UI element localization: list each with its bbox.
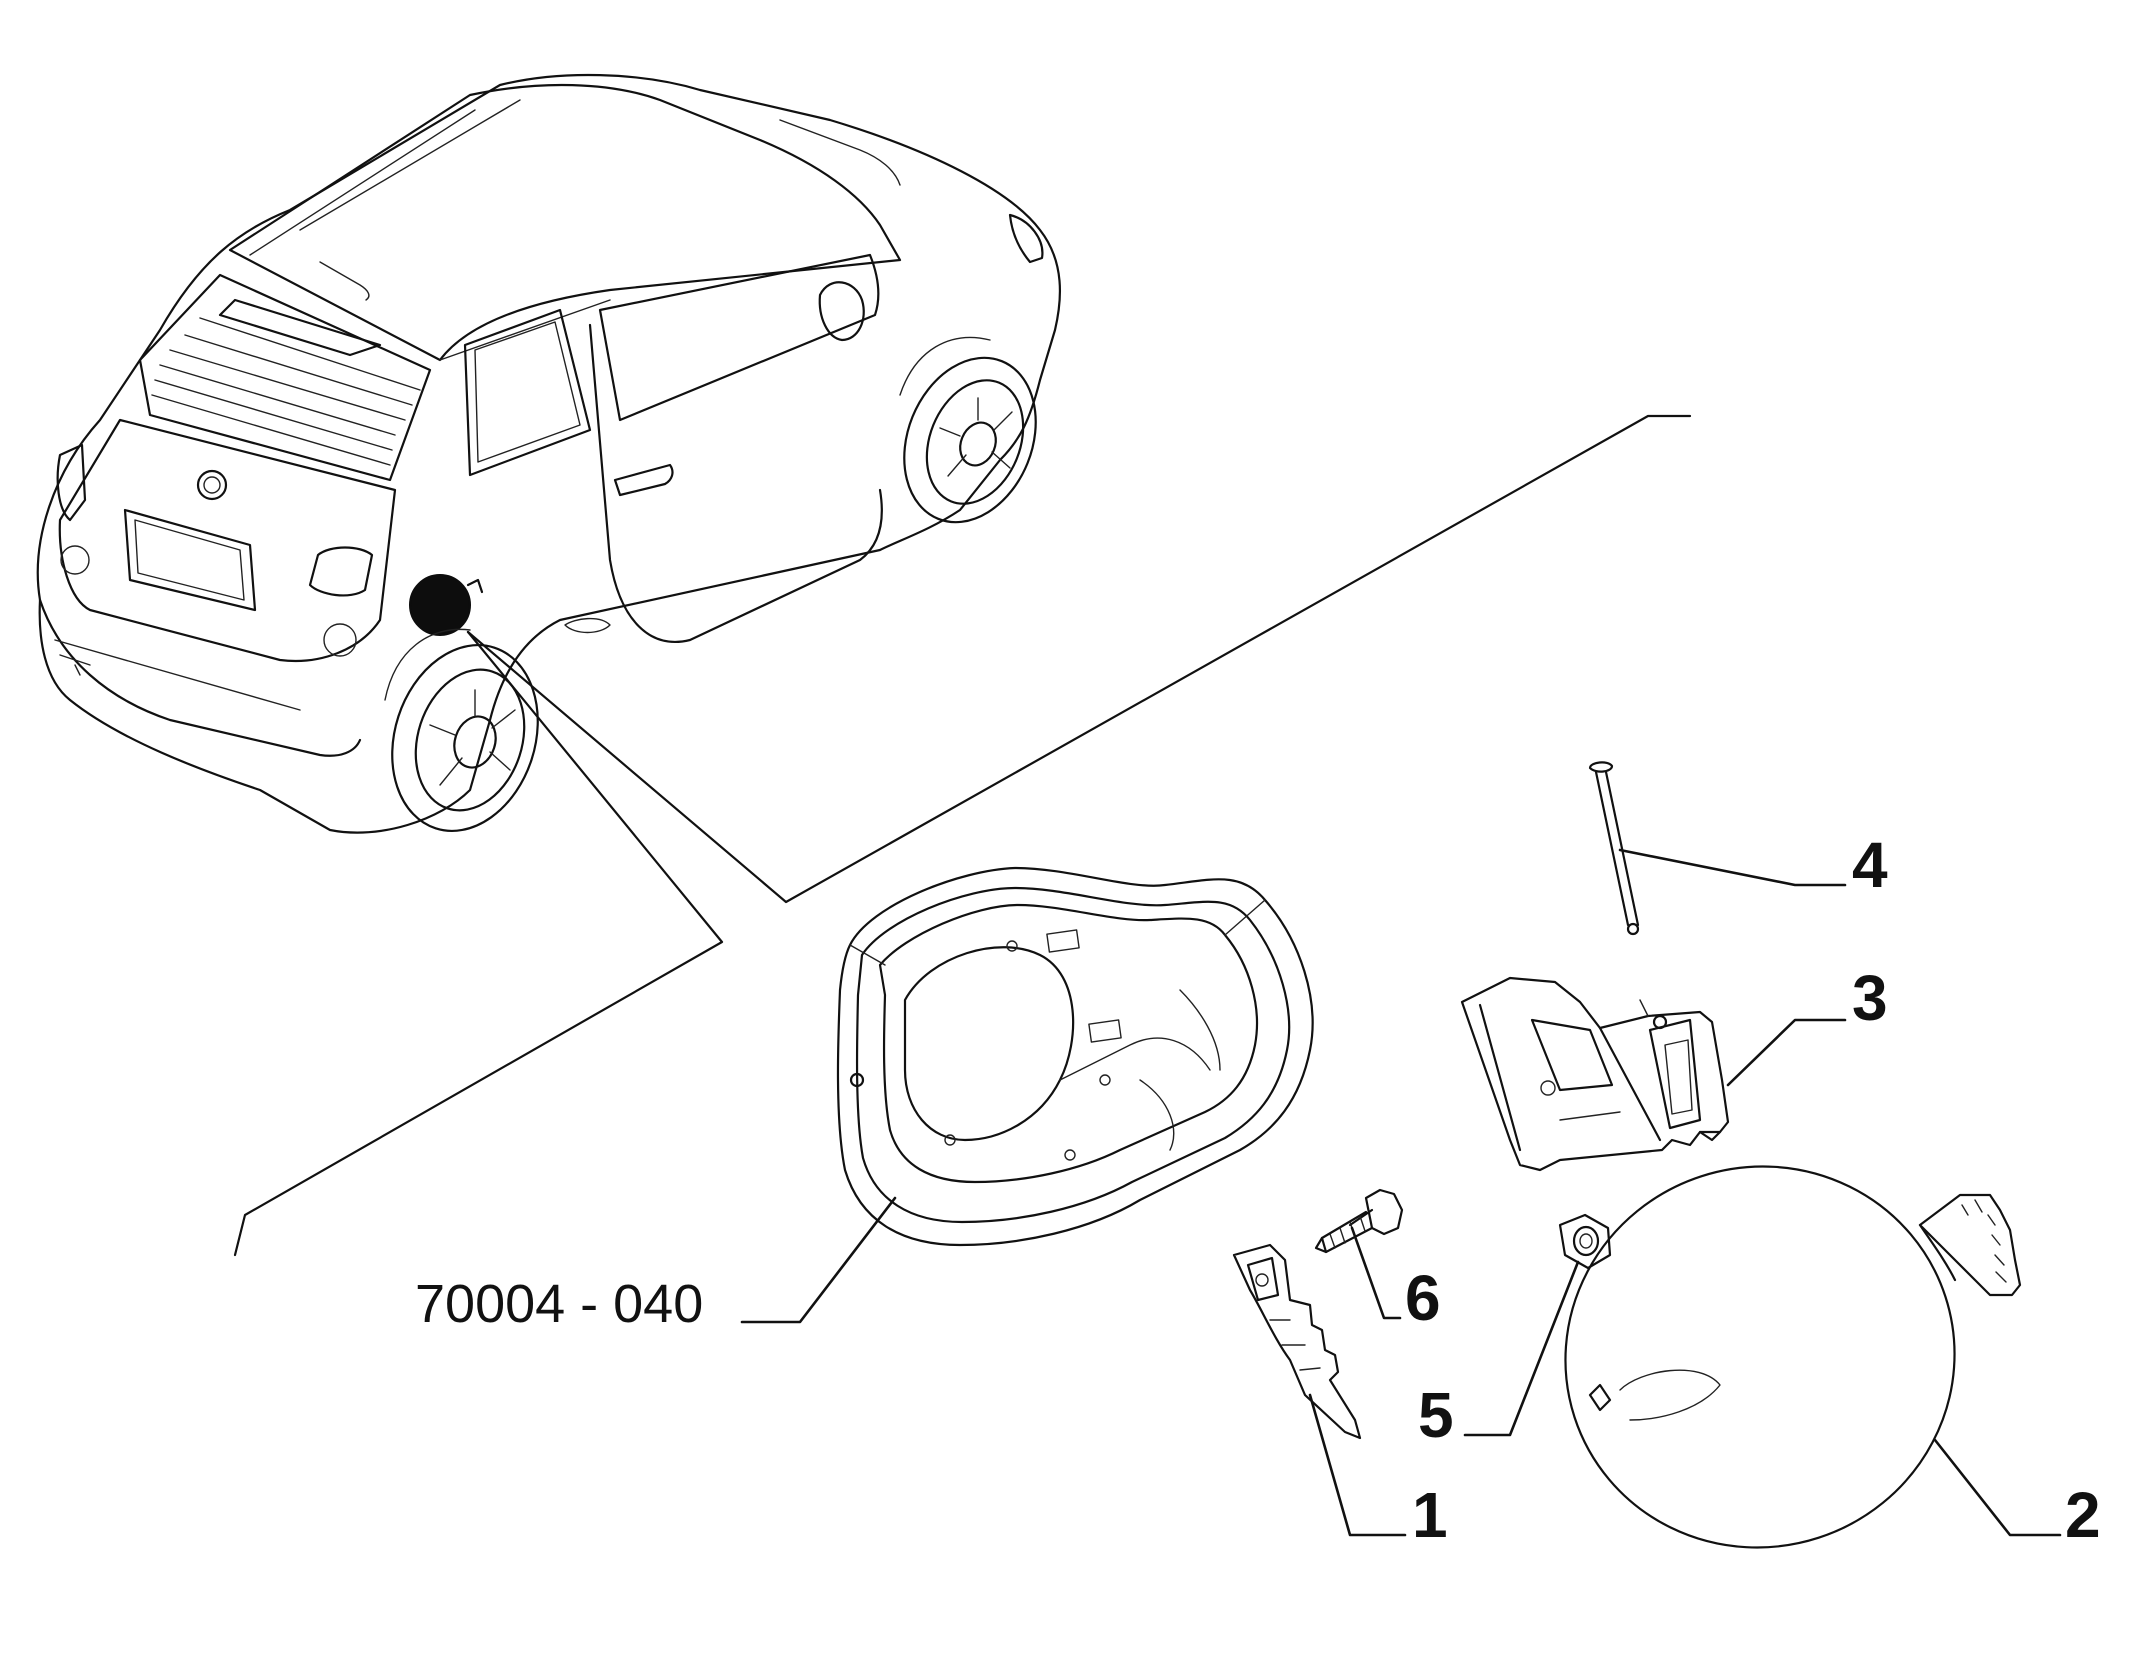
rear-wheel [384, 628, 539, 833]
callout-1: 1 [1412, 1479, 1448, 1551]
callout-6: 6 [1405, 1262, 1441, 1334]
part-4-pin [1588, 761, 1640, 936]
fuel-filler-housing [836, 866, 1314, 1247]
part-3-hinge-bracket [1460, 976, 1730, 1172]
part-2-fuel-door [1564, 1165, 2022, 1549]
callout-2: 2 [2065, 1479, 2101, 1551]
part-5-nut [1558, 1213, 1612, 1270]
car-illustration [36, 73, 1061, 834]
callout-3: 3 [1852, 962, 1888, 1034]
zoom-callout-lines [233, 414, 1692, 1257]
front-wheel [899, 336, 1037, 524]
reference-code: 70004 - 040 [415, 1274, 703, 1334]
callout-labels: 4 3 6 5 1 2 70004 - 040 [415, 829, 2101, 1551]
fuel-flap-marker [409, 574, 471, 636]
callout-4: 4 [1852, 829, 1888, 901]
leader-lines [740, 848, 2062, 1537]
callout-5: 5 [1418, 1379, 1454, 1451]
part-6-bolt [1314, 1188, 1404, 1254]
part-1-latch [1232, 1243, 1362, 1440]
